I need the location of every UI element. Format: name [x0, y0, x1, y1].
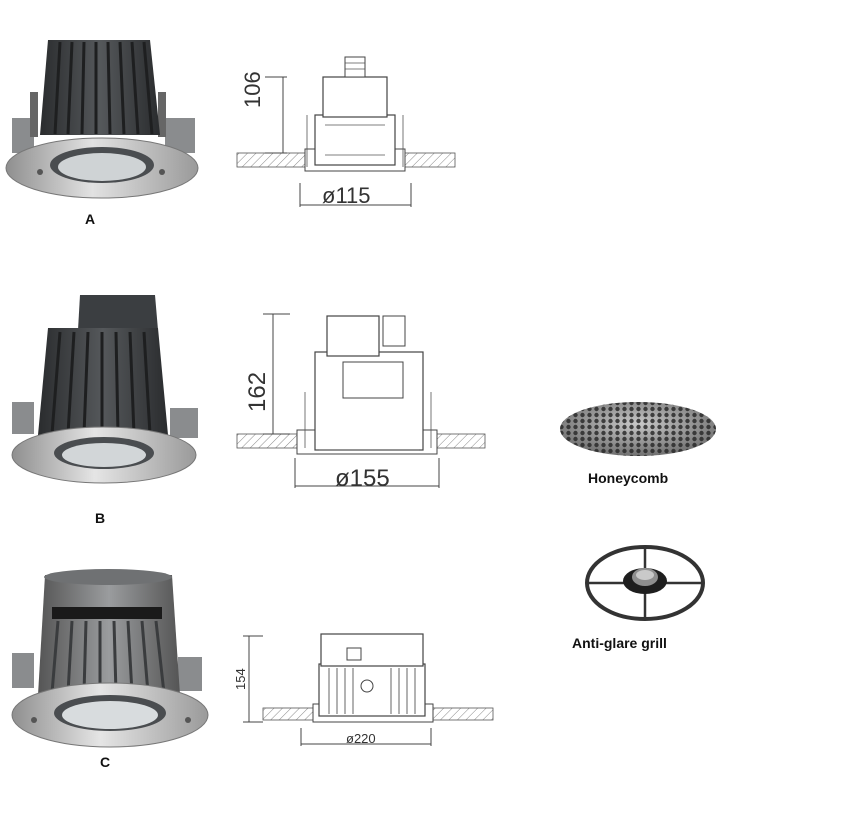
variant-b-section-drawing	[236, 313, 486, 488]
variant-c-label: C	[100, 754, 111, 770]
light-fixture-b-photo	[11, 295, 198, 484]
variant-b-label: B	[95, 510, 106, 526]
anti-glare-grill-accessory-image	[585, 545, 705, 621]
variant-b-diameter-dim: ø155	[335, 465, 390, 492]
light-fixture-c-photo	[11, 569, 209, 748]
variant-a-height-dim: 106	[240, 71, 265, 108]
honeycomb-accessory-image	[560, 402, 716, 456]
light-fixture-a-photo	[5, 40, 199, 199]
variant-a-diameter-dim: ø115	[322, 183, 371, 208]
variant-a-label: A	[85, 211, 96, 227]
variant-b-height-dim: 162	[244, 371, 271, 412]
variant-c-height-dim: 154	[233, 668, 248, 690]
honeycomb-label: Honeycomb	[588, 470, 669, 486]
anti-glare-grill-label: Anti-glare grill	[572, 635, 667, 651]
variant-c-diameter-dim: ø220	[346, 731, 376, 746]
variant-a-section-drawing	[236, 56, 456, 207]
variant-c-section-drawing	[243, 633, 494, 746]
